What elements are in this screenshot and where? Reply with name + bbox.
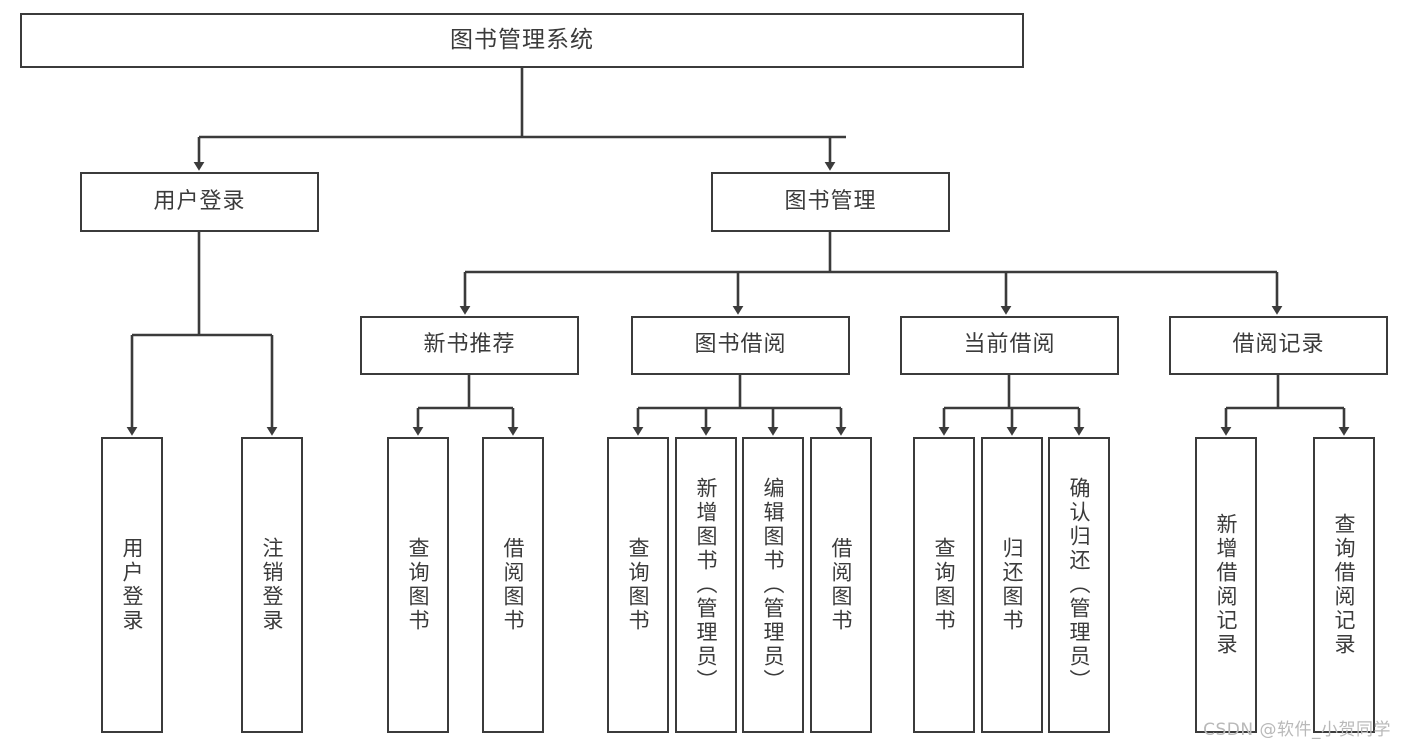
node-user-login[interactable]: 用户登录 <box>80 172 319 232</box>
node-leaf-user-login[interactable]: 用户登录 <box>101 437 163 733</box>
node-label: 新增图书（管理员） <box>694 477 719 693</box>
node-leaf-query-book-borrow[interactable]: 查询图书 <box>607 437 669 733</box>
node-book-management[interactable]: 图书管理 <box>711 172 950 232</box>
node-leaf-query-borrow-record[interactable]: 查询借阅记录 <box>1313 437 1375 733</box>
node-label: 图书借阅 <box>694 332 787 358</box>
node-label: 用户登录 <box>120 537 145 633</box>
node-label: 查询借阅记录 <box>1332 513 1357 657</box>
node-leaf-return-book[interactable]: 归还图书 <box>981 437 1043 733</box>
node-label: 查询图书 <box>406 537 431 633</box>
node-label: 借阅图书 <box>501 537 526 633</box>
node-label: 确认归还（管理员） <box>1067 477 1092 693</box>
node-label: 图书管理系统 <box>450 26 594 53</box>
node-current-borrow[interactable]: 当前借阅 <box>900 316 1119 375</box>
node-leaf-borrow-book[interactable]: 借阅图书 <box>810 437 872 733</box>
node-label: 借阅图书 <box>829 537 854 633</box>
node-book-borrow[interactable]: 图书借阅 <box>631 316 850 375</box>
node-label: 注销登录 <box>260 537 285 633</box>
node-leaf-add-book-admin[interactable]: 新增图书（管理员） <box>675 437 737 733</box>
node-label: 当前借阅 <box>963 332 1056 358</box>
node-label: 用户登录 <box>153 188 246 214</box>
node-leaf-query-book-recommend[interactable]: 查询图书 <box>387 437 449 733</box>
node-label: 编辑图书（管理员） <box>761 477 786 693</box>
node-label: 借阅记录 <box>1232 332 1325 358</box>
node-label: 图书管理 <box>784 188 877 214</box>
node-leaf-edit-book-admin[interactable]: 编辑图书（管理员） <box>742 437 804 733</box>
node-new-book-recommend[interactable]: 新书推荐 <box>360 316 579 375</box>
csdn-watermark: CSDN @软件_小贺同学 <box>1203 720 1391 740</box>
node-borrow-record[interactable]: 借阅记录 <box>1169 316 1388 375</box>
node-label: 新书推荐 <box>423 332 516 358</box>
node-root-book-management-system[interactable]: 图书管理系统 <box>20 13 1024 68</box>
node-label: 新增借阅记录 <box>1214 513 1239 657</box>
node-leaf-confirm-return-admin[interactable]: 确认归还（管理员） <box>1048 437 1110 733</box>
node-label: 查询图书 <box>626 537 651 633</box>
node-leaf-add-borrow-record[interactable]: 新增借阅记录 <box>1195 437 1257 733</box>
node-leaf-logout[interactable]: 注销登录 <box>241 437 303 733</box>
node-leaf-query-book-current[interactable]: 查询图书 <box>913 437 975 733</box>
node-label: 查询图书 <box>932 537 957 633</box>
node-label: 归还图书 <box>1000 537 1025 633</box>
node-leaf-borrow-book-recommend[interactable]: 借阅图书 <box>482 437 544 733</box>
